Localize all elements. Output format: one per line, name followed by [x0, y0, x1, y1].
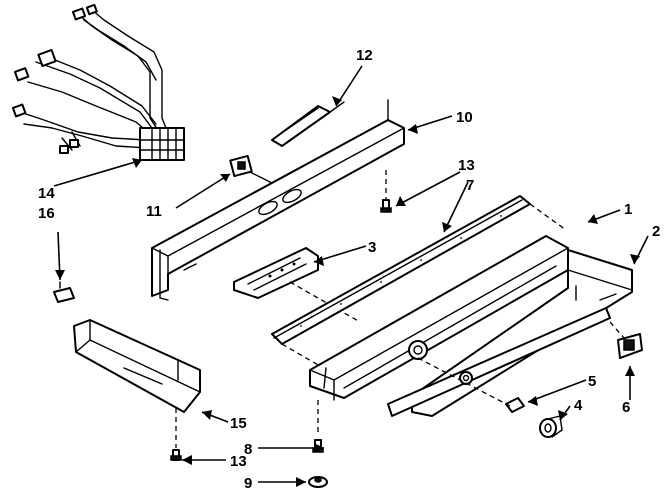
- window-strip: [387, 307, 611, 417]
- sensor-probe: [271, 101, 345, 147]
- callout-12: 12: [356, 47, 373, 64]
- callout-13-top: 13: [458, 157, 475, 174]
- callout-6: 6: [622, 399, 630, 416]
- callout-13-bottom: 13: [230, 453, 247, 470]
- callout-16: 16: [38, 205, 55, 222]
- callout-7: 7: [466, 177, 474, 194]
- wire-connector: [229, 154, 279, 187]
- wiring-harness: [11, 3, 185, 161]
- mounting-channel: [151, 99, 405, 301]
- callout-4: 4: [574, 397, 583, 414]
- callout-8: 8: [244, 441, 252, 458]
- callout-11: 11: [146, 203, 162, 220]
- callout-labels: 12 10 13 7 1 2 3 11 14 16 5 4 6 15 8 13 …: [38, 47, 660, 492]
- clip-and-knob: [417, 357, 563, 438]
- leader-lines: [53, 65, 649, 487]
- callout-15: 15: [230, 415, 247, 432]
- callout-14: 14: [38, 185, 55, 202]
- callout-3: 3: [368, 239, 376, 256]
- callout-9: 9: [244, 475, 252, 492]
- callout-1: 1: [624, 201, 632, 218]
- rocker-switch: [609, 321, 643, 359]
- callout-5: 5: [588, 373, 596, 390]
- callout-2: 2: [652, 223, 660, 240]
- side-trim: [73, 319, 201, 448]
- callout-10: 10: [456, 109, 473, 126]
- control-board: [233, 247, 361, 323]
